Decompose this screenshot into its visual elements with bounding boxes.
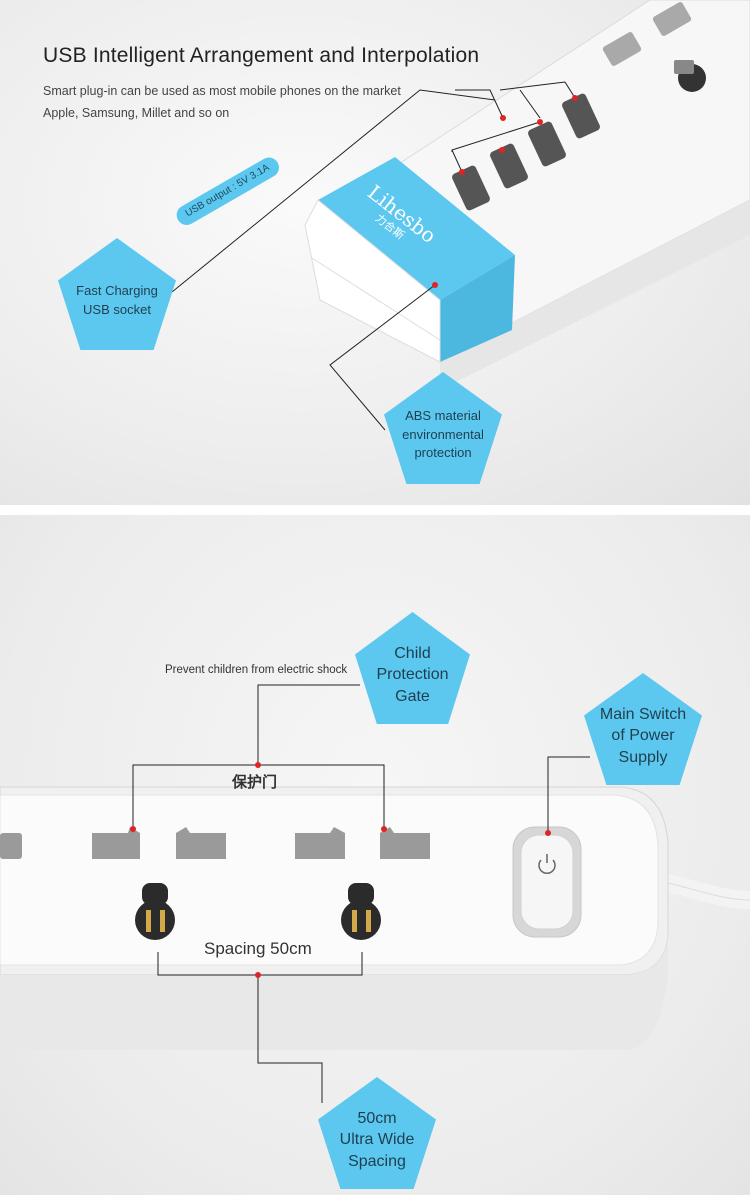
port-marker-dots: [459, 95, 578, 175]
prevent-shock-label: Prevent children from electric shock: [165, 664, 348, 676]
callout-line: environmental: [402, 426, 484, 442]
callout-line: of Power: [611, 727, 675, 745]
safety-feature-panel: Prevent children from electric shock 保护门…: [0, 515, 750, 1195]
socket-icon: [0, 827, 430, 859]
power-strip-front-illustration: [0, 684, 750, 1103]
callout-line: ABS material: [405, 407, 481, 423]
usb-port-icon: [452, 93, 600, 211]
power-icon: [538, 854, 556, 875]
socket-icon: [135, 883, 381, 940]
callout-line: Supply: [618, 748, 668, 766]
socket-icon: [602, 2, 706, 92]
callout-line: Fast Charging: [76, 283, 158, 299]
callout-line: protection: [414, 445, 472, 461]
power-strip-usb-illustration: [171, 0, 750, 431]
callout-line: Child: [394, 644, 431, 662]
callout-line: Main Switch: [599, 705, 687, 723]
callout-line: Protection: [376, 666, 449, 684]
spacing-label: Spacing 50cm: [204, 939, 312, 958]
brand-band: [318, 157, 515, 300]
feature-description-line-2: Apple, Samsung, Millet and so on: [43, 106, 230, 120]
page-title: USB Intelligent Arrangement and Interpol…: [43, 44, 480, 67]
callout-line: Ultra Wide: [339, 1131, 415, 1149]
usb-feature-panel: USB Intelligent Arrangement and Interpol…: [0, 0, 750, 505]
callout-line: Gate: [395, 687, 430, 705]
feature-description-line-1: Smart plug-in can be used as most mobile…: [43, 84, 401, 98]
callout-line: 50cm: [357, 1109, 397, 1127]
callout-line: USB socket: [83, 302, 151, 317]
power-switch[interactable]: [512, 826, 582, 938]
callout-line: Spacing: [348, 1152, 406, 1170]
marker-dots: [130, 762, 551, 978]
protection-gate-cn-label: 保护门: [232, 773, 278, 791]
